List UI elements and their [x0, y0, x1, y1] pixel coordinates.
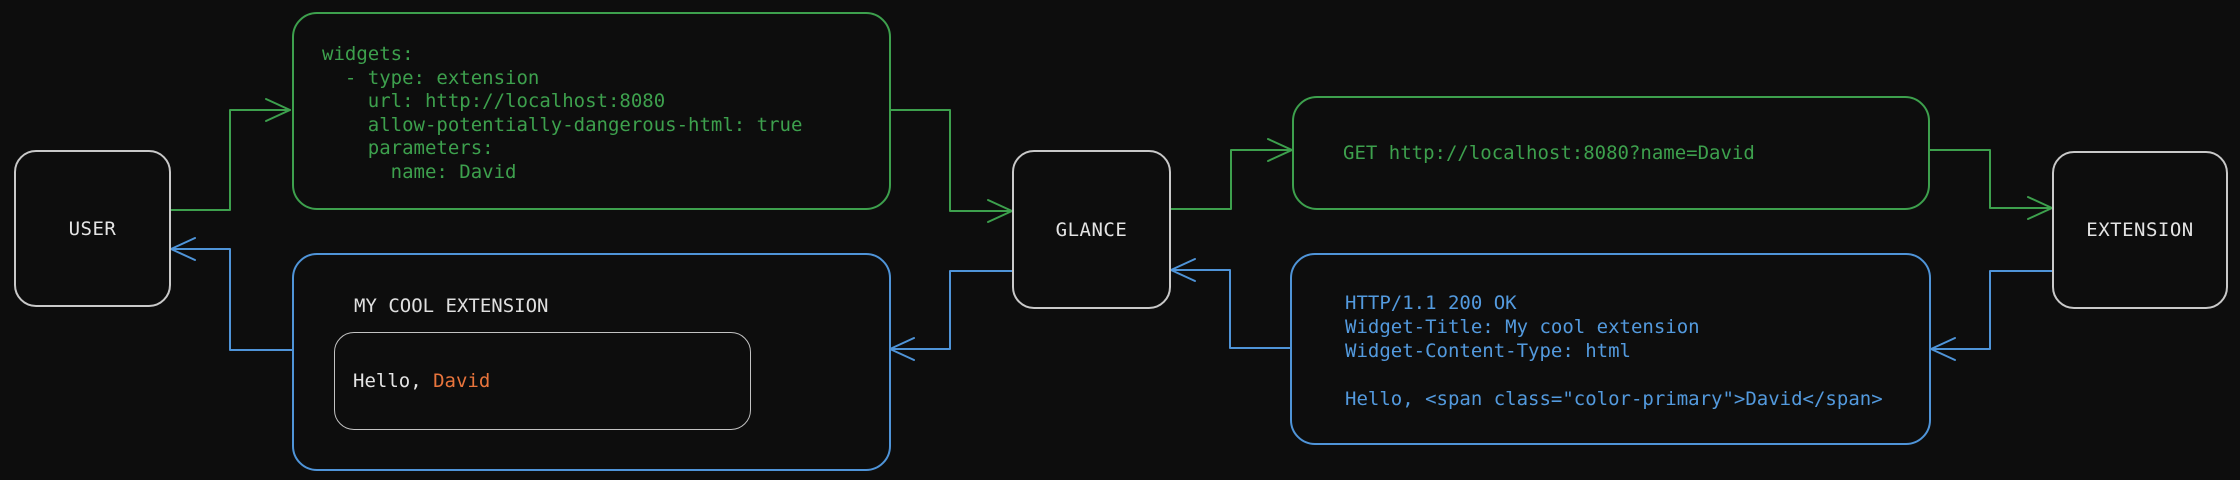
flow-arrow-glance-to-request: [1170, 149, 1293, 210]
arrowhead-icon: [1170, 258, 1196, 282]
http-request-text: GET http://localhost:8080?name=David: [1343, 142, 1755, 164]
widget-content-box: Hello, David: [334, 332, 751, 430]
flow-arrow-config-to-glance: [890, 109, 1013, 212]
http-response-code: HTTP/1.1 200 OK Widget-Title: My cool ex…: [1345, 292, 1883, 410]
arrowhead-icon: [2027, 196, 2053, 220]
node-extension: EXTENSION: [2052, 151, 2228, 309]
arrowhead-icon: [265, 98, 291, 122]
node-glance-label: GLANCE: [1055, 218, 1128, 241]
node-glance: GLANCE: [1012, 150, 1171, 309]
greeting-name: David: [433, 370, 491, 392]
arrowhead-icon: [1930, 337, 1956, 361]
node-user-label: USER: [68, 217, 117, 240]
flow-arrow-request-to-extension: [1929, 149, 2053, 209]
node-extension-label: EXTENSION: [2086, 219, 2194, 241]
flow-arrow-glance-to-widget: [889, 270, 1013, 350]
http-request-box: GET http://localhost:8080?name=David: [1292, 96, 1930, 210]
http-response-box: HTTP/1.1 200 OK Widget-Title: My cool ex…: [1290, 253, 1931, 445]
greeting-prefix: Hello,: [353, 370, 434, 392]
flow-arrow-extension-to-response: [1930, 270, 2053, 350]
arrowhead-icon: [987, 199, 1013, 223]
arrowhead-icon: [170, 237, 196, 261]
config-yaml-code: widgets: - type: extension url: http://l…: [322, 43, 803, 183]
flow-arrow-user-to-config: [170, 109, 291, 211]
flow-arrow-response-to-glance: [1170, 269, 1291, 349]
arrowhead-icon: [889, 337, 915, 361]
arrowhead-icon: [1267, 138, 1293, 162]
flow-arrow-widget-to-user: [170, 248, 293, 351]
config-yaml-box: widgets: - type: extension url: http://l…: [292, 12, 891, 210]
rendered-widget-box: MY COOL EXTENSION Hello, David: [292, 253, 891, 471]
widget-title: MY COOL EXTENSION: [354, 295, 549, 317]
node-user: USER: [14, 150, 171, 307]
